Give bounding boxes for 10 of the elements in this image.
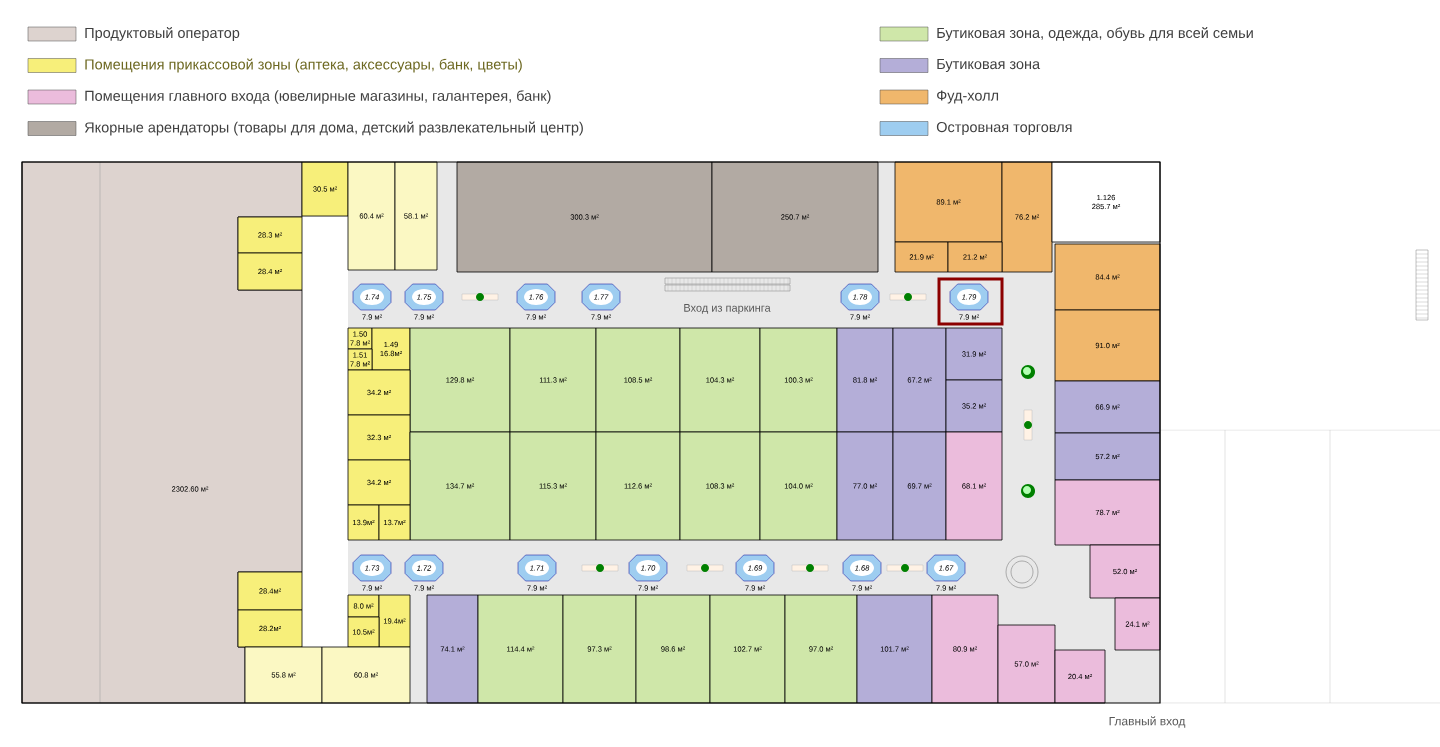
- legend-text: Островная торговля: [936, 121, 1072, 136]
- place-label: Главный вход: [1109, 716, 1186, 728]
- legend-text: Продуктовый оператор: [85, 27, 240, 41]
- legend-text: Помещения прикассовой зоны (аптека, аксессуары, банк, цветы): [85, 58, 522, 73]
- place-label: Вход из паркинга: [684, 304, 771, 314]
- legend-text: Помещения главного входа (ювелирные магазины, галантерея, банк): [85, 90, 551, 104]
- legend-text: Бутиковая зона, одежда, обувь для всей семьи: [937, 27, 1253, 41]
- legend-text: Фуд-холл: [937, 90, 999, 104]
- legend-text: Бутиковая зона: [937, 59, 1041, 72]
- legend-text: Якорные арендаторы (товары для дома, детский развлекательный центр): [84, 121, 583, 136]
